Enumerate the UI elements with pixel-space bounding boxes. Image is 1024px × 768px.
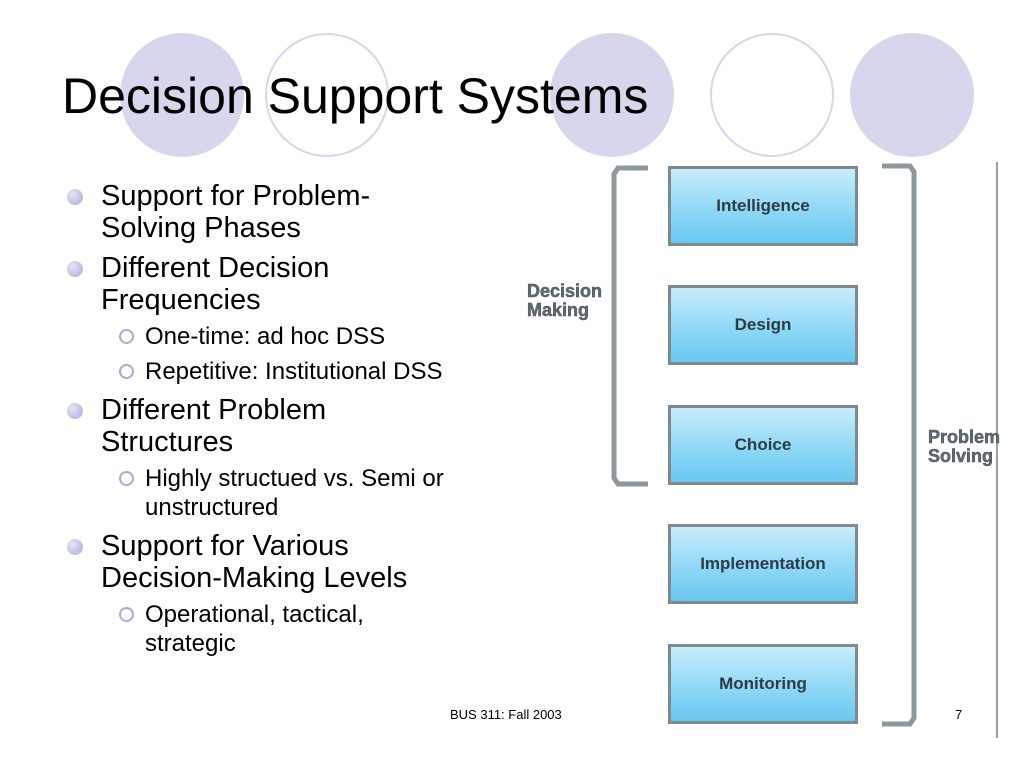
problem-solving-label-line: Problem (928, 427, 1001, 447)
sub-bullet-text: Highly structued vs. Semi or (145, 465, 444, 492)
decorative-circle (850, 33, 974, 157)
problem-solving-label-line: Solving (928, 446, 994, 466)
bullet-dot-icon (67, 539, 83, 555)
decision-making-label-line: Decision (527, 281, 603, 301)
sub-bullet-text: unstructured (145, 494, 279, 521)
bullet-dot-icon (67, 403, 83, 419)
bullet-text: Support for Problem- (101, 180, 371, 212)
bullet-dot-icon (67, 261, 83, 277)
bracket-lines (611, 162, 998, 738)
decision-making-label: Decision Making (527, 281, 603, 320)
sub-bullet-text: strategic (145, 630, 236, 657)
stage-choice: Choice (668, 405, 858, 485)
bullet-text: Different Problem (101, 394, 327, 426)
problem-solving-bracket (882, 163, 917, 727)
decision-process-diagram: Intelligence Design Choice Implementatio… (520, 160, 1020, 740)
decorative-circle (550, 33, 674, 157)
stage-monitoring: Monitoring (668, 644, 858, 724)
bullet-text: Frequencies (101, 284, 261, 316)
footer-page-number: 7 (955, 707, 963, 722)
slide-title: Decision Support Systems (62, 68, 649, 124)
bullet-item: Support for Various Decision-Making Leve… (62, 530, 532, 594)
bullet-item: Support for Problem- Solving Phases (62, 180, 532, 244)
decision-making-label-line: Making (527, 300, 590, 320)
sub-bullet-ring-icon (119, 329, 134, 344)
stage-design: Design (668, 285, 858, 365)
sub-bullet-item: One-time: ad hoc DSS (62, 322, 532, 351)
decorative-circle (265, 33, 389, 157)
bullet-item: Different Decision Frequencies (62, 252, 532, 316)
bullet-text: Decision-Making Levels (101, 562, 408, 594)
sub-bullet-item: Operational, tactical, strategic (62, 600, 532, 658)
bullet-item: Different Problem Structures (62, 394, 532, 458)
sub-bullet-item: Highly structued vs. Semi or unstructure… (62, 464, 532, 522)
sub-bullet-ring-icon (119, 364, 134, 379)
bullet-text: Support for Various (101, 530, 349, 562)
bullet-text: Different Decision (101, 252, 330, 284)
bullet-list: Support for Problem- Solving Phases Diff… (62, 180, 532, 666)
decorative-circle (120, 33, 244, 157)
decision-making-bracket (611, 165, 648, 487)
sub-bullet-ring-icon (119, 471, 134, 486)
stage-implementation: Implementation (668, 524, 858, 604)
decorative-circle (710, 33, 834, 157)
bullet-dot-icon (67, 189, 83, 205)
problem-solving-label: Problem Solving (928, 427, 1001, 466)
sub-bullet-text: One-time: ad hoc DSS (145, 323, 386, 350)
bullet-text: Structures (101, 426, 234, 458)
sub-bullet-text: Operational, tactical, (145, 601, 364, 628)
stage-intelligence: Intelligence (668, 166, 858, 246)
sub-bullet-item: Repetitive: Institutional DSS (62, 357, 532, 386)
sub-bullet-ring-icon (119, 607, 134, 622)
bullet-text: Solving Phases (101, 212, 301, 244)
footer-course: BUS 311: Fall 2003 (450, 707, 562, 722)
sub-bullet-text: Repetitive: Institutional DSS (145, 358, 443, 385)
